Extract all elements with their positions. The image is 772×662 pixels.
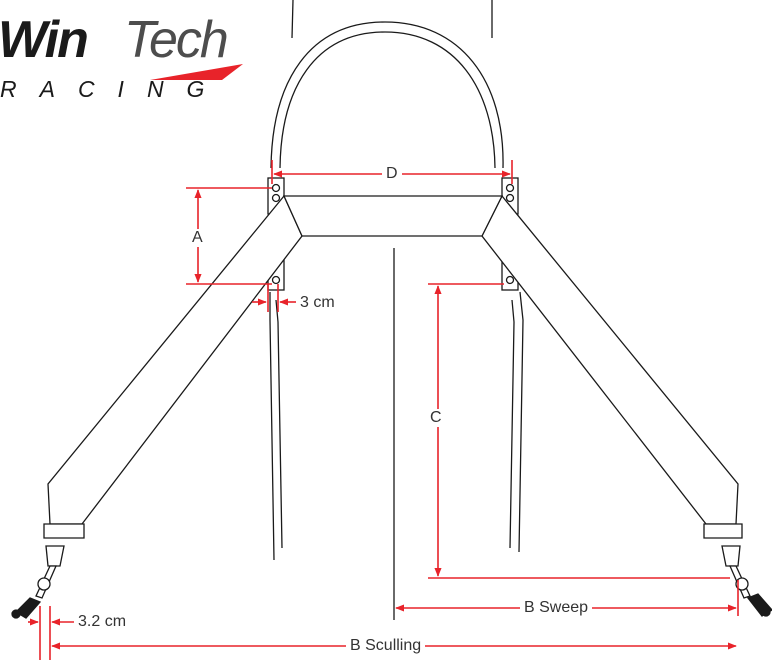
logo-word-win: Win [0, 11, 89, 69]
logo-tagline: RACING [0, 76, 228, 102]
bolt [271, 183, 281, 193]
wintech-logo: Win Tech RACING [0, 6, 250, 102]
hull-right-side-lower [518, 291, 524, 553]
hull-outer-curve [270, 21, 504, 169]
label-d: D [382, 165, 402, 183]
label-b-sweep: B Sweep [520, 599, 593, 617]
oarlock-left-joint [37, 577, 51, 591]
hull-left-side-lower [269, 292, 275, 561]
rigger-wing-left-arm [47, 194, 303, 525]
boat-hull [269, 0, 524, 561]
hull-left-side-inner [275, 299, 283, 549]
rigger-wing-left-pin-block [43, 523, 85, 539]
oarlock-right-body [721, 545, 741, 567]
bolt [505, 183, 515, 193]
oarlock-right [721, 545, 772, 617]
label-c: C [426, 409, 446, 427]
logo-word-tech: Tech [124, 11, 229, 69]
bolt [271, 193, 281, 203]
oarlock-left [11, 545, 65, 619]
hull-inner-curve [279, 31, 496, 169]
oarlock-right-nut [761, 607, 771, 617]
label-a: A [188, 229, 207, 247]
logo-swoosh [150, 64, 243, 80]
label-b-sculling: B Sculling [346, 637, 426, 655]
oarlock-right-joint [735, 577, 749, 591]
label-3cm: 3 cm [300, 294, 335, 311]
rigger-wing-right-pin-block [703, 523, 743, 539]
rigger-wing-center [282, 195, 504, 237]
hull-right-side-inner [509, 299, 515, 549]
oarlock-left-knob [14, 597, 42, 619]
oarlock-left-body [45, 545, 65, 567]
bolt [505, 193, 515, 203]
rigger-wing [43, 194, 743, 539]
bolt [271, 275, 281, 285]
bolt [505, 275, 515, 285]
oarlock-left-nut [11, 609, 21, 619]
label-3-2cm: 3.2 cm [78, 613, 127, 630]
hull-left-side-top [291, 0, 294, 39]
